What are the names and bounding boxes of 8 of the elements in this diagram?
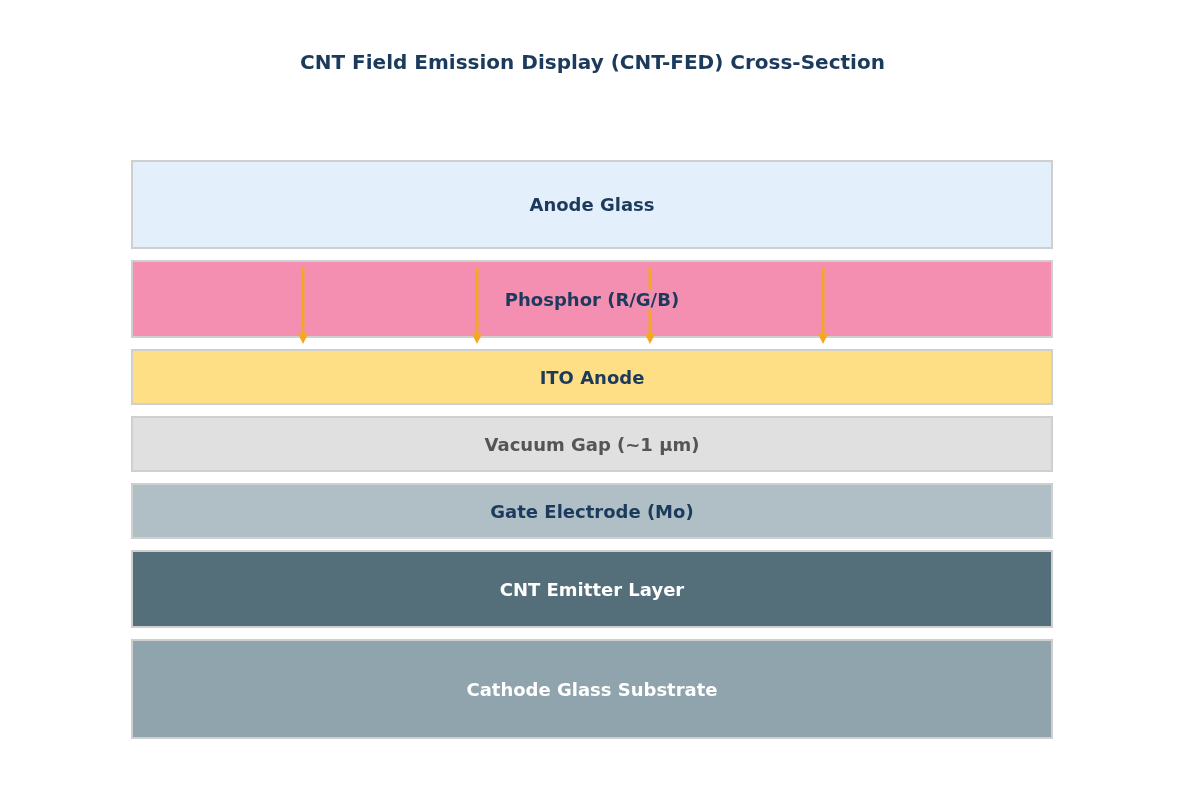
diagram-title: CNT Field Emission Display (CNT-FED) Cross-Section [299, 50, 886, 74]
layer-band [131, 550, 1053, 628]
layer-band [131, 639, 1053, 739]
layer-band [131, 483, 1053, 539]
layer-band [131, 349, 1053, 405]
layer-band [131, 260, 1053, 338]
layer-band [131, 160, 1053, 249]
layer-band [131, 416, 1053, 472]
